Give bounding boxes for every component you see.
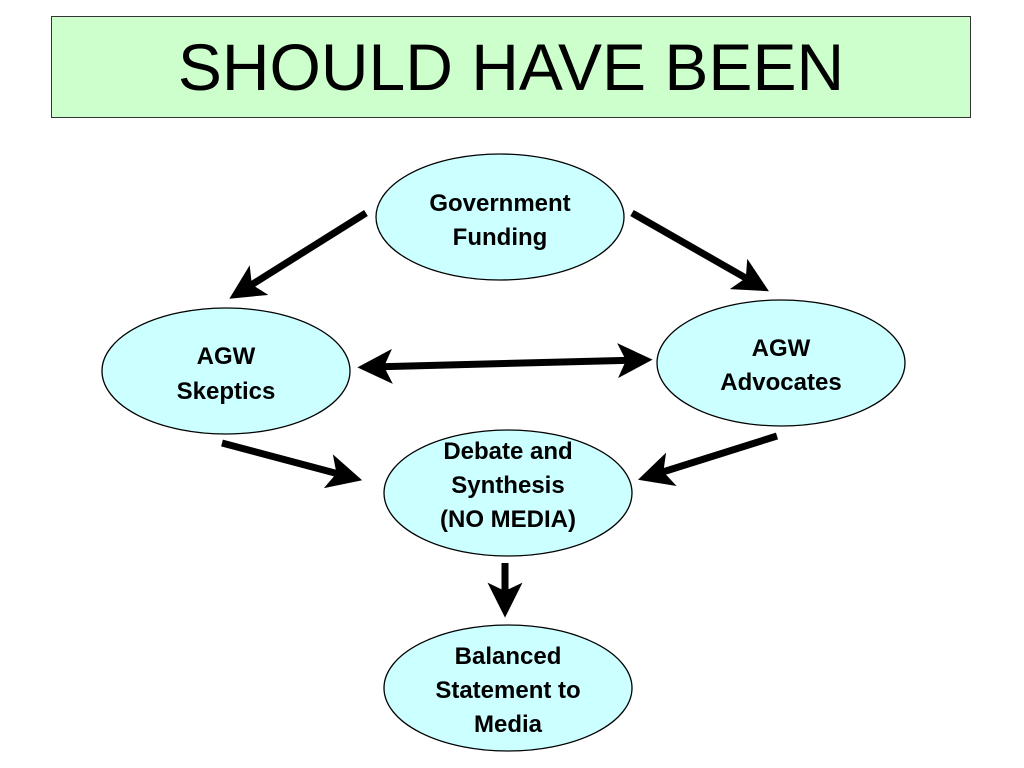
node-label-line: Funding	[453, 224, 548, 251]
node-label-line: Statement to	[435, 677, 580, 704]
node-label-line: Skeptics	[177, 378, 276, 405]
node-label-line: Media	[474, 711, 543, 738]
node-label-line: AGW	[197, 343, 256, 370]
arrow-funding-to-skeptics	[229, 210, 368, 299]
node-label-line: Balanced	[455, 643, 562, 670]
node-government-funding: Government Funding	[375, 153, 625, 281]
node-label-line: Synthesis	[451, 472, 564, 499]
node-agw-skeptics: AGW Skeptics	[101, 307, 351, 435]
node-label-line: (NO MEDIA)	[440, 506, 576, 533]
title-banner: SHOULD HAVE BEEN	[51, 16, 971, 118]
node-debate-synthesis: Debate and Synthesis (NO MEDIA)	[383, 429, 633, 557]
node-balanced-statement: Balanced Statement to Media	[383, 624, 633, 752]
node-agw-advocates: AGW Advocates	[656, 299, 906, 427]
arrow-skeptics-to-debate	[221, 439, 363, 489]
arrow-advocates-to-debate	[637, 432, 779, 486]
page-title: SHOULD HAVE BEEN	[177, 30, 845, 104]
node-label-line: AGW	[752, 335, 811, 362]
arrows	[221, 209, 779, 618]
arrow-skeptics-advocates-bidirectional	[357, 343, 653, 384]
node-label-line: Government	[429, 190, 570, 217]
node-label-line: Debate and	[443, 438, 572, 465]
arrow-funding-to-advocates	[630, 209, 769, 292]
node-label-line: Advocates	[720, 369, 841, 396]
